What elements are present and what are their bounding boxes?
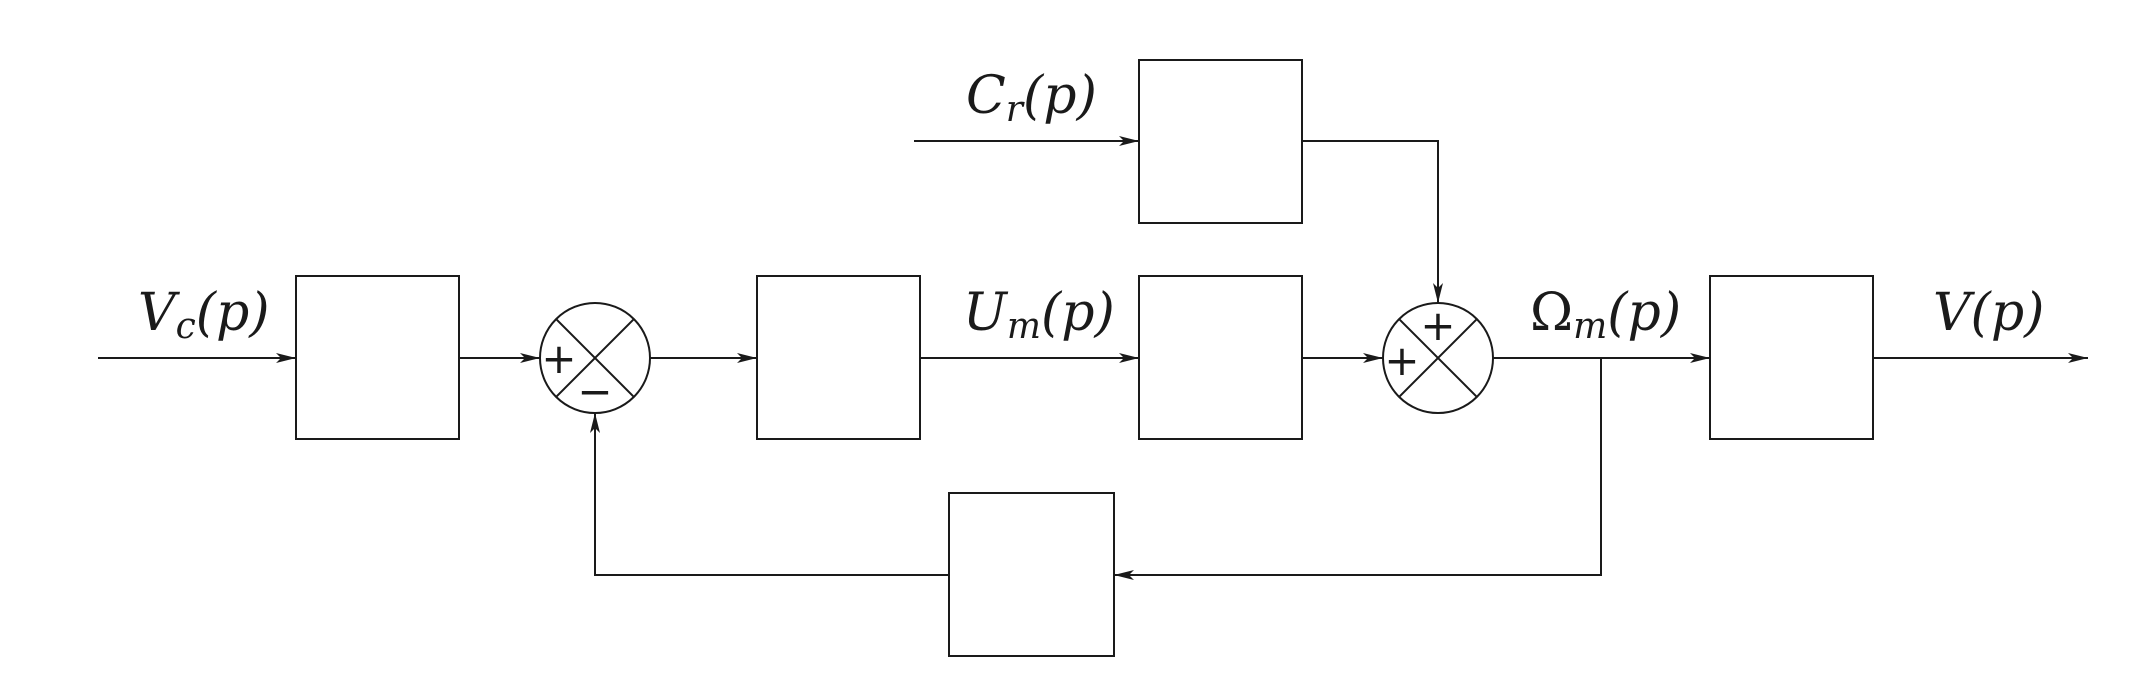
wire-feedback-to-block6 [1114,358,1602,580]
wire-feedback-to-summer1 [590,413,949,576]
summer2-sign-top: + [1420,301,1455,350]
block-4-disturbance [1138,59,1303,224]
label-input-signal: Vc(p) [138,283,270,347]
summer1-sign-left: + [541,334,576,383]
block-5 [1709,275,1874,440]
summing-junction-1: + − [539,302,651,416]
label-disturbance-signal: Cr(p) [966,66,1097,130]
summer2-sign-left: + [1384,336,1419,385]
wire-disturbance-to-summer2 [1302,140,1443,303]
block-6-feedback [948,492,1115,657]
block-1 [295,275,460,440]
block-2 [756,275,921,440]
label-output-signal: V(p) [1933,283,2044,343]
label-voltage-signal: Um(p) [963,283,1115,347]
summer1-sign-bottom: − [577,367,612,416]
block-3 [1138,275,1303,440]
summing-junction-2: + + [1382,301,1494,414]
label-speed-signal: Ωm(p) [1530,283,1681,347]
